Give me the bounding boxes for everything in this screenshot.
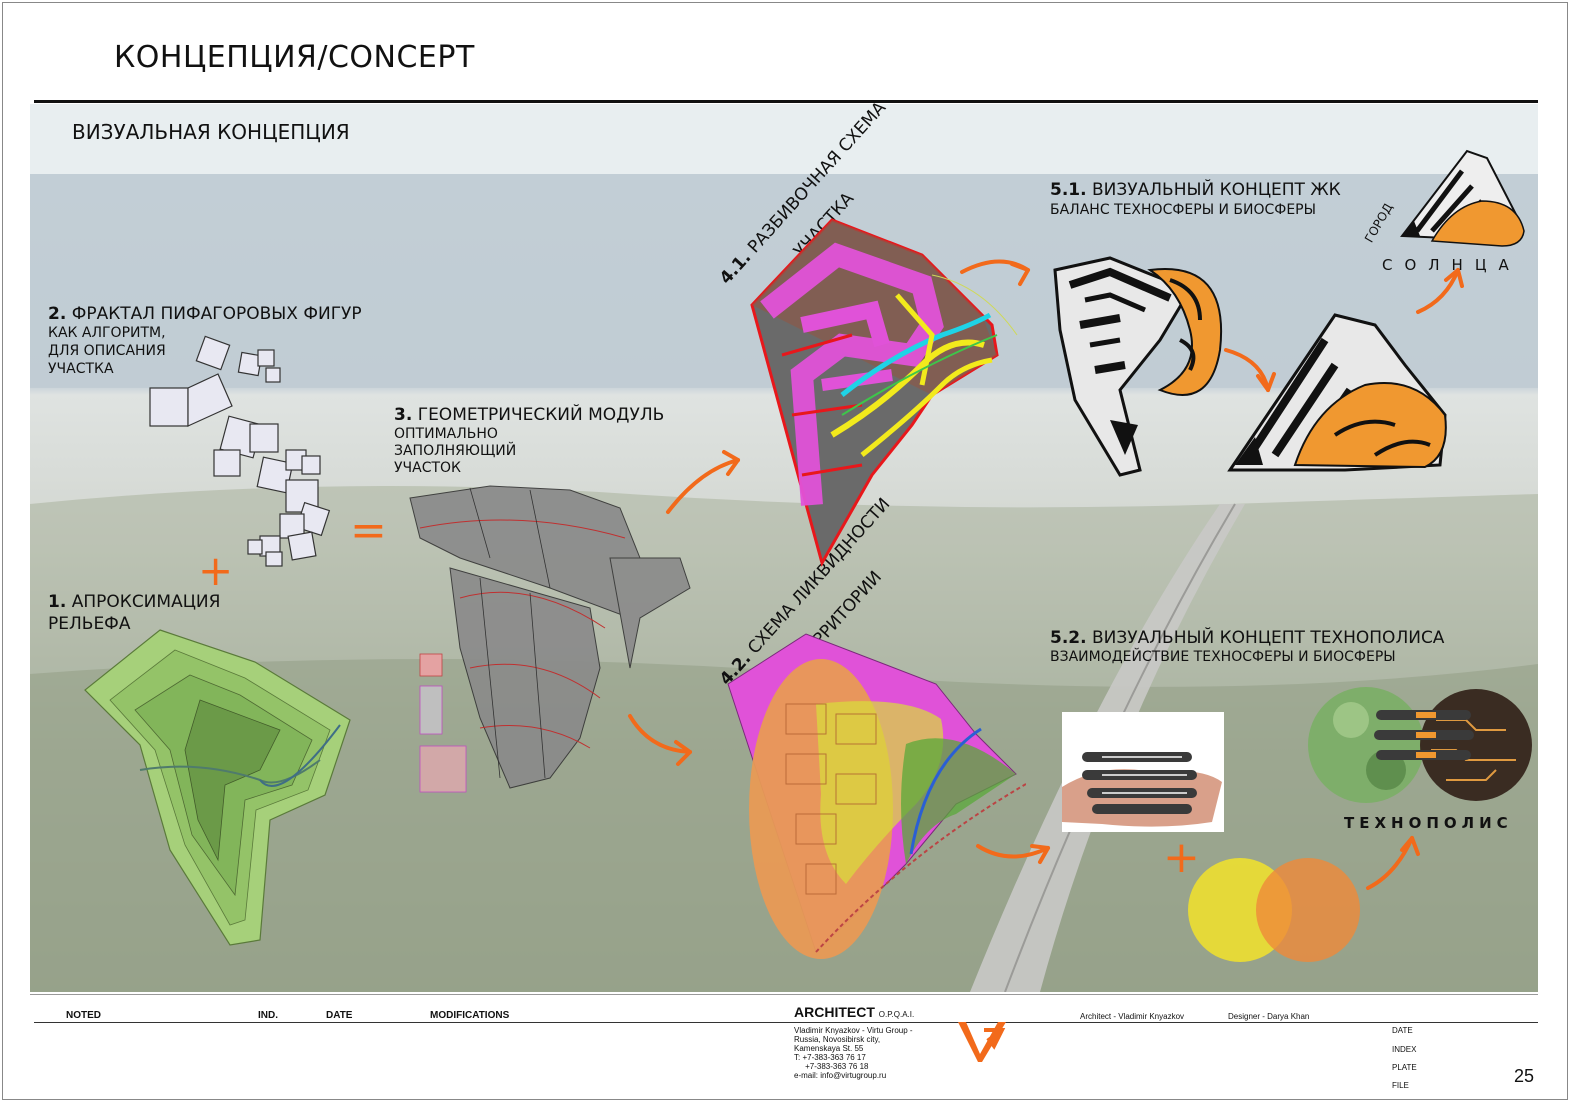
meta-plate: PLATE (1392, 1063, 1417, 1072)
technopolis-circle-photos (1308, 687, 1532, 803)
equals-operator: = (350, 505, 387, 556)
step51-subtitle: БАЛАНС ТЕХНОСФЕРЫ И БИОСФЕРЫ (1050, 202, 1316, 218)
geometric-module-diagram (409, 485, 691, 793)
page-number: 25 (1514, 1066, 1535, 1086)
relief-approximation-map (84, 629, 351, 946)
techno-bio-venn (1188, 858, 1360, 962)
step2-line1: КАК АЛГОРИТМ, (48, 325, 166, 341)
robotic-hand-photo (1062, 712, 1224, 832)
pythagoras-fractal-diagram (149, 335, 331, 567)
vg-logo (958, 1022, 1006, 1062)
step52-title: 5.2. ВИЗУАЛЬНЫЙ КОНЦЕПТ ТЕХНОПОЛИСА (1050, 628, 1445, 648)
address-line-1: Vladimir Knyazkov - Virtu Group - (794, 1026, 913, 1035)
step1-title: 1. АПРОКСИМАЦИЯ (48, 592, 221, 612)
address-email: e-mail: info@virtugroup.ru (794, 1071, 887, 1080)
technopolis-label: ТЕХНОПОЛИС (1344, 814, 1513, 832)
col-noted: NOTED (66, 1010, 101, 1021)
col-date: DATE (326, 1010, 353, 1021)
architect-name: Architect - Vladimir Knyazkov (1080, 1012, 1185, 1021)
meta-index: INDEX (1392, 1045, 1417, 1054)
step3-line3: УЧАСТОК (394, 460, 461, 476)
step1-line2: РЕЛЬЕФА (48, 614, 131, 634)
step52-subtitle: ВЗАИМОДЕЙСТВИЕ ТЕХНОСФЕРЫ И БИОСФЕРЫ (1050, 649, 1396, 665)
title-rule (34, 100, 1538, 103)
architect-title: ARCHITECT O.P.Q.A.I. (794, 1004, 915, 1020)
step3-line2: ЗАПОЛНЯЮЩИЙ (394, 443, 517, 459)
sun-city-logo (1400, 149, 1525, 247)
site-breakdown-scheme (750, 218, 1018, 567)
plus-operator-1: + (198, 546, 234, 595)
territory-liquidity-scheme (727, 633, 1026, 959)
col-ind: IND. (258, 1010, 278, 1021)
sun-city-emblem-medium (1227, 313, 1447, 472)
address-line-2: Russia, Novosibirsk city, (794, 1035, 881, 1044)
section-subtitle: ВИЗУАЛЬНАЯ КОНЦЕПЦИЯ (72, 120, 350, 144)
step51-title: 5.1. ВИЗУАЛЬНЫЙ КОНЦЕПТ ЖК (1050, 180, 1341, 200)
subhead-band (30, 104, 1538, 174)
meta-file: FILE (1392, 1081, 1409, 1090)
step2-line2: ДЛЯ ОПИСАНИЯ (48, 343, 166, 359)
title-block: NOTED IND. DATE MODIFICATIONS ARCHITECT … (30, 994, 1538, 1098)
meta-date: DATE (1392, 1026, 1413, 1035)
sun-city-emblem-large (1053, 256, 1223, 477)
sun-city-big-text: СОЛНЦА (1382, 256, 1521, 274)
address-line-3: Kamenskaya St. 55 (794, 1044, 864, 1053)
step3-line1: ОПТИМАЛЬНО (394, 426, 498, 442)
step2-line3: УЧАСТКА (48, 361, 114, 377)
designer-name: Designer - Darya Khan (1228, 1012, 1310, 1021)
address-line-5: +7-383-363 76 18 (794, 1062, 869, 1071)
col-modifications: MODIFICATIONS (430, 1010, 510, 1021)
step3-title: 3. ГЕОМЕТРИЧЕСКИЙ МОДУЛЬ (394, 405, 665, 425)
page-title: КОНЦЕПЦИЯ/CONCEPT (114, 40, 475, 75)
address-line-4: T: +7-383-363 76 17 (794, 1053, 866, 1062)
step2-title: 2. ФРАКТАЛ ПИФАГОРОВЫХ ФИГУР (48, 304, 362, 324)
plus-operator-2: + (1163, 832, 1200, 883)
